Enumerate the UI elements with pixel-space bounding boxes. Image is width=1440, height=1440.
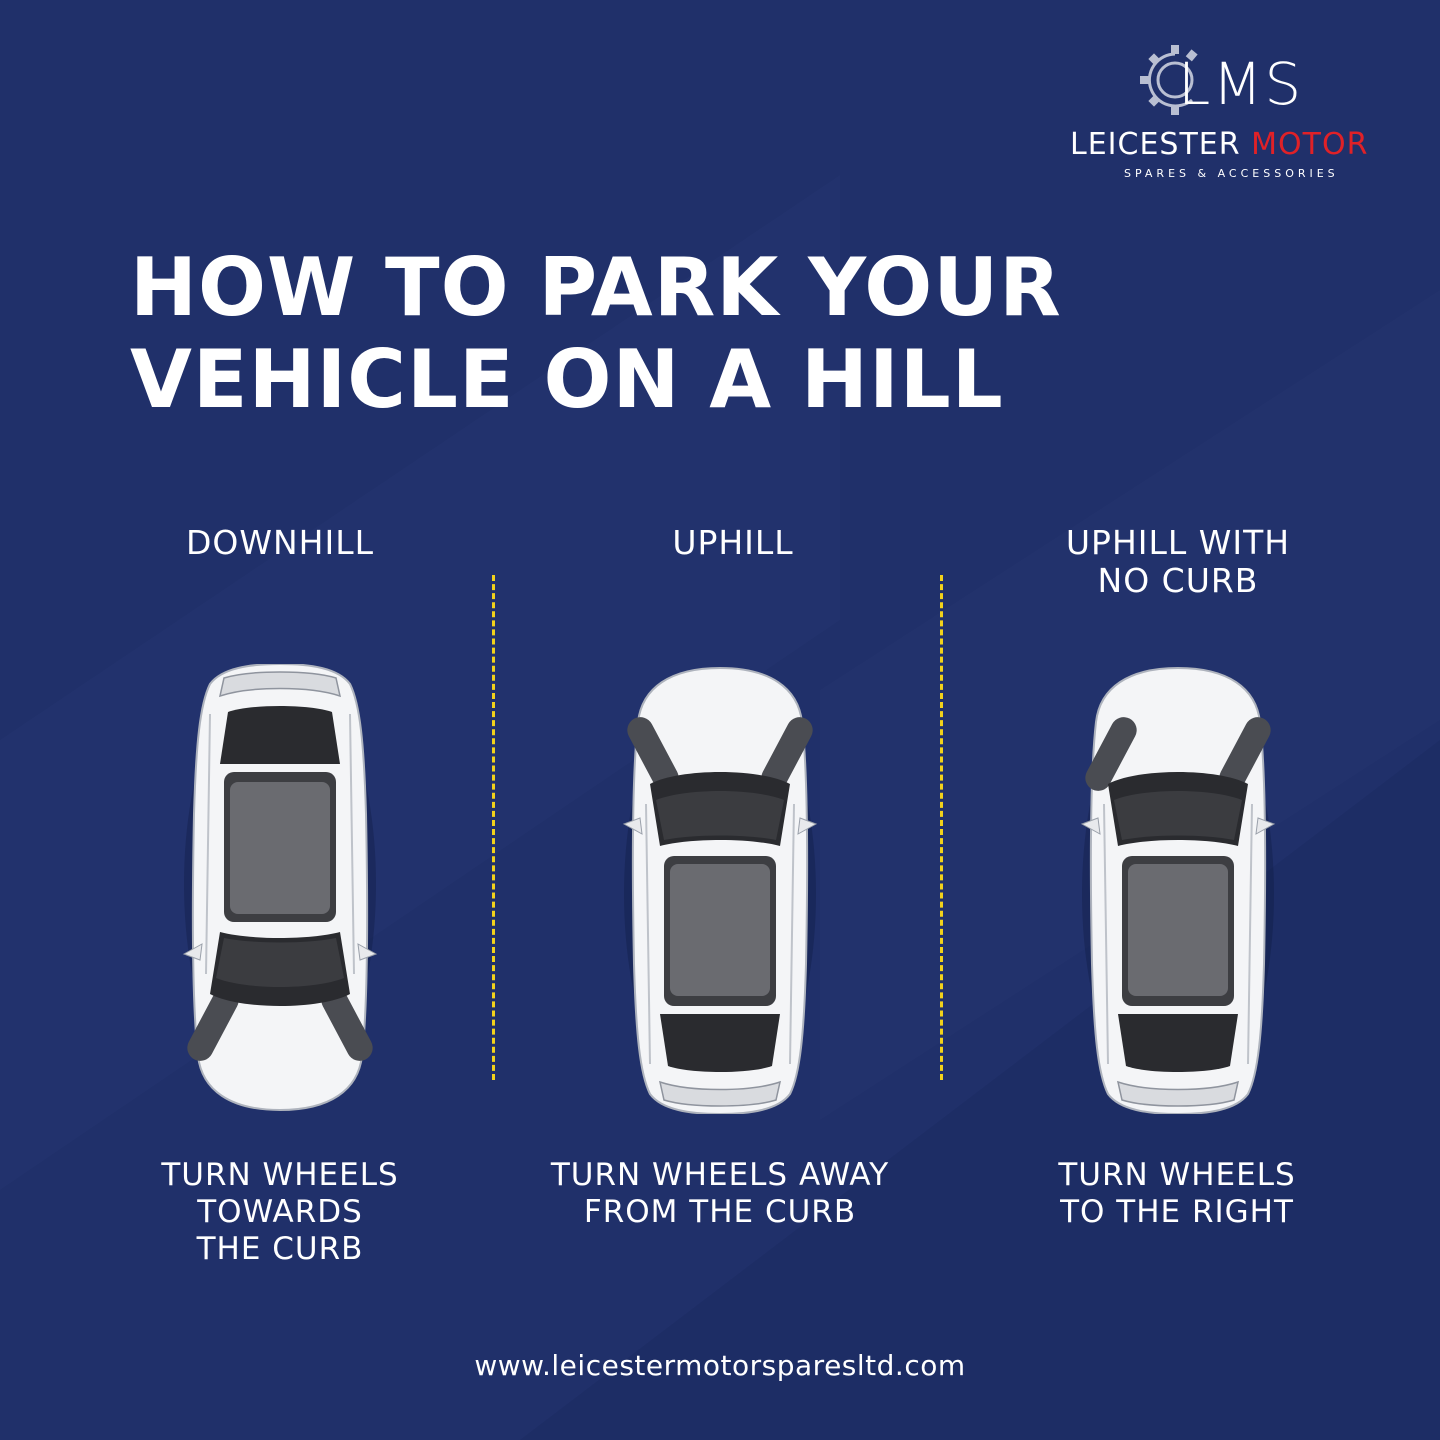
column-title-uphill-no-curb: UPHILL WITH NO CURB	[1028, 524, 1328, 600]
description-line: TURN WHEELS	[1058, 1157, 1296, 1193]
car-downhill	[182, 664, 378, 1112]
car-uphill	[622, 666, 818, 1114]
column-title-line: UPHILL	[672, 523, 794, 562]
brand-name: LEICESTER MOTOR	[1070, 128, 1368, 162]
description-line: TO THE RIGHT	[1060, 1194, 1294, 1230]
brand-tagline: SPARES & ACCESSORIES	[1124, 167, 1339, 180]
car-body-group	[622, 666, 818, 1114]
page-title-line-1: HOW TO PARK YOUR	[130, 241, 1062, 334]
column-description-uphill-no-curb: TURN WHEELS TO THE RIGHT	[1010, 1157, 1344, 1231]
column-title-uphill: UPHILL	[583, 524, 883, 562]
page-title: HOW TO PARK YOUR VEHICLE ON A HILL	[130, 242, 1062, 426]
column-description-downhill: TURN WHEELS TOWARDS THE CURB	[110, 1157, 450, 1268]
brand-name-primary: LEICESTER	[1070, 127, 1241, 162]
brand-logo: LMS LEICESTER MOTOR SPARES & ACCESSORIES	[1060, 40, 1410, 190]
website-url: www.leicestermotorsparesltd.com	[474, 1349, 966, 1382]
column-title-line: NO CURB	[1097, 561, 1259, 600]
description-line: TURN WHEELS	[161, 1157, 399, 1193]
column-title-line: UPHILL WITH	[1065, 523, 1291, 562]
description-line: TURN WHEELS AWAY	[550, 1157, 890, 1193]
description-line: THE CURB	[196, 1231, 364, 1267]
page-title-line-2: VEHICLE ON A HILL	[130, 333, 1004, 426]
column-title-downhill: DOWNHILL	[130, 524, 430, 562]
lane-divider	[940, 575, 943, 1080]
brand-mark: LMS	[1178, 50, 1304, 118]
description-line: FROM THE CURB	[583, 1194, 857, 1230]
brand-name-accent: MOTOR	[1251, 127, 1369, 162]
gear-icon	[1140, 45, 1198, 115]
lane-divider	[492, 575, 495, 1080]
car-body-group	[182, 664, 378, 1112]
car-body-group	[1080, 666, 1276, 1114]
column-description-uphill: TURN WHEELS AWAY FROM THE CURB	[520, 1157, 920, 1231]
description-line: TOWARDS	[197, 1194, 363, 1230]
car-uphill-no-curb	[1080, 666, 1276, 1114]
column-title-line: DOWNHILL	[185, 523, 375, 562]
